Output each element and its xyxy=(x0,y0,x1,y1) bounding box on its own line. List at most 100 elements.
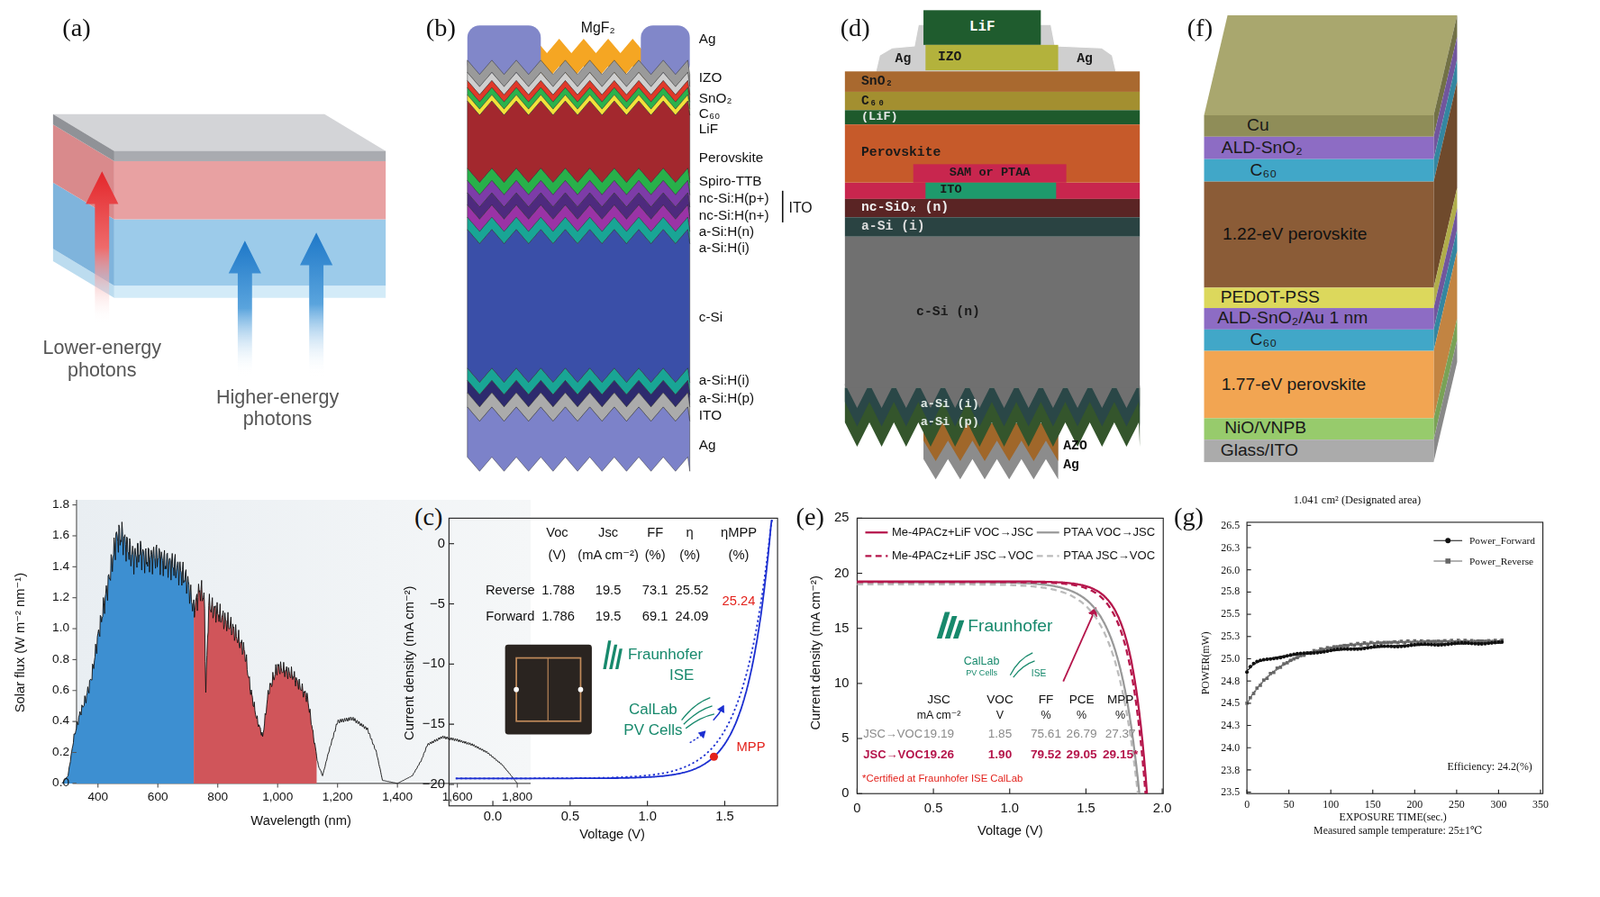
table-header: (mA cm⁻²) xyxy=(577,548,638,564)
layer-name: Glass/ITO xyxy=(1220,441,1299,461)
data-marker xyxy=(1379,641,1383,646)
tick-mark xyxy=(72,752,77,754)
tick-label: 600 xyxy=(147,790,169,806)
layer-name: SnO₂ xyxy=(699,90,733,107)
layer-side-face xyxy=(1433,339,1457,463)
data-marker xyxy=(1459,641,1464,646)
stack-layer xyxy=(467,407,691,472)
data-marker xyxy=(1449,642,1454,646)
tick-mark xyxy=(1246,658,1252,660)
data-marker xyxy=(1355,647,1360,652)
absorbed-band-top xyxy=(62,522,194,784)
layer-band: ITO xyxy=(925,182,1056,200)
tick-mark xyxy=(277,783,279,789)
tick-label: 10 xyxy=(834,675,849,691)
table-header: MPP xyxy=(1107,692,1134,708)
tick-label: 50 xyxy=(1283,799,1295,812)
layer-band: c-Si (n) xyxy=(845,236,1140,389)
tick-mark xyxy=(72,659,77,661)
layer-name: a-Si (i) xyxy=(920,398,980,412)
chart-frame xyxy=(856,518,1164,794)
panel-label: (d) xyxy=(840,13,871,44)
data-marker xyxy=(1363,641,1367,646)
table-cell: 1.788 xyxy=(541,582,575,599)
layer-name: ITO xyxy=(699,407,722,424)
data-marker xyxy=(1493,640,1498,645)
panel-label: (g) xyxy=(1173,502,1204,533)
layer-name: a-Si:H(n) xyxy=(699,223,755,240)
data-marker xyxy=(1309,651,1313,655)
data-marker xyxy=(1349,647,1354,652)
tick-label: 1,600 xyxy=(442,790,473,806)
data-marker xyxy=(1399,645,1403,649)
data-marker xyxy=(1416,642,1420,646)
tick-mark xyxy=(933,789,935,795)
stack-layer xyxy=(467,229,691,383)
jv-curve xyxy=(856,584,1138,794)
legend-line-sample xyxy=(864,531,888,534)
tick-label: 250 xyxy=(1448,799,1465,812)
contact-label-box: Ag xyxy=(883,48,923,71)
layer-name: Cu xyxy=(1246,116,1270,136)
logo-text: PV Cells xyxy=(623,720,682,739)
cell-photo-dot xyxy=(513,687,519,693)
data-marker xyxy=(1325,649,1329,654)
data-marker xyxy=(1305,651,1310,655)
data-marker xyxy=(1372,645,1377,649)
layer-name: C₆₀ xyxy=(1250,330,1278,350)
tick-label: 400 xyxy=(87,790,109,806)
data-marker xyxy=(1406,644,1410,648)
layer-name: PEDOT-PSS xyxy=(1220,288,1320,308)
tick-label: 0.6 xyxy=(52,683,70,699)
point-label: MPP xyxy=(734,740,767,756)
tick-label: 0 xyxy=(841,786,849,802)
legend-text: PTAA JSC→VOC xyxy=(1063,549,1155,564)
layer-name: IZO xyxy=(699,69,722,86)
data-marker xyxy=(1433,643,1437,647)
data-marker xyxy=(1463,641,1467,646)
tick-label: 23.8 xyxy=(1220,763,1240,777)
data-marker xyxy=(1352,644,1356,648)
table-cell: 73.1 xyxy=(642,582,669,599)
data-marker xyxy=(1312,651,1317,655)
tick-label: 20 xyxy=(834,565,849,582)
tick-mark xyxy=(72,627,77,629)
data-marker xyxy=(1429,640,1434,645)
layer-label-box: a-Si (i) xyxy=(918,397,1012,414)
jv-curve xyxy=(455,519,773,779)
tick-label: 0.0 xyxy=(483,809,502,826)
table-header: η xyxy=(686,526,694,542)
tick-mark xyxy=(1246,636,1252,637)
data-marker xyxy=(1338,647,1343,652)
tick-mark xyxy=(856,793,863,795)
data-marker xyxy=(1295,655,1300,660)
tick-mark xyxy=(397,783,399,789)
tick-mark xyxy=(72,597,77,599)
data-marker xyxy=(1389,641,1393,646)
data-marker xyxy=(1309,652,1313,656)
data-marker xyxy=(1252,662,1256,666)
logo-text: CalLab xyxy=(628,700,678,719)
tick-label: 150 xyxy=(1364,799,1382,812)
tick-label: 24.0 xyxy=(1220,741,1240,755)
callout-text: Lower-energy photons xyxy=(30,336,174,382)
tick-label: 1.4 xyxy=(52,559,70,574)
jv-chart-c xyxy=(448,518,778,806)
logo-arcs xyxy=(681,698,715,729)
data-marker xyxy=(1322,650,1327,655)
layer-name: nc-Si:H(p+) xyxy=(699,190,770,207)
data-marker xyxy=(1342,644,1346,648)
panel-label: (b) xyxy=(426,13,456,44)
tick-mark xyxy=(856,572,863,574)
data-marker xyxy=(1318,647,1323,652)
tick-mark xyxy=(1246,569,1252,571)
data-marker xyxy=(1359,643,1364,647)
data-marker xyxy=(1332,645,1337,649)
data-marker xyxy=(1301,651,1306,655)
cell-stack-d xyxy=(845,24,1140,480)
panel-label: (a) xyxy=(62,13,91,44)
data-marker xyxy=(1392,645,1397,649)
table-header: V xyxy=(996,709,1004,722)
tick-label: 0 xyxy=(437,536,446,552)
data-marker xyxy=(1264,657,1269,662)
